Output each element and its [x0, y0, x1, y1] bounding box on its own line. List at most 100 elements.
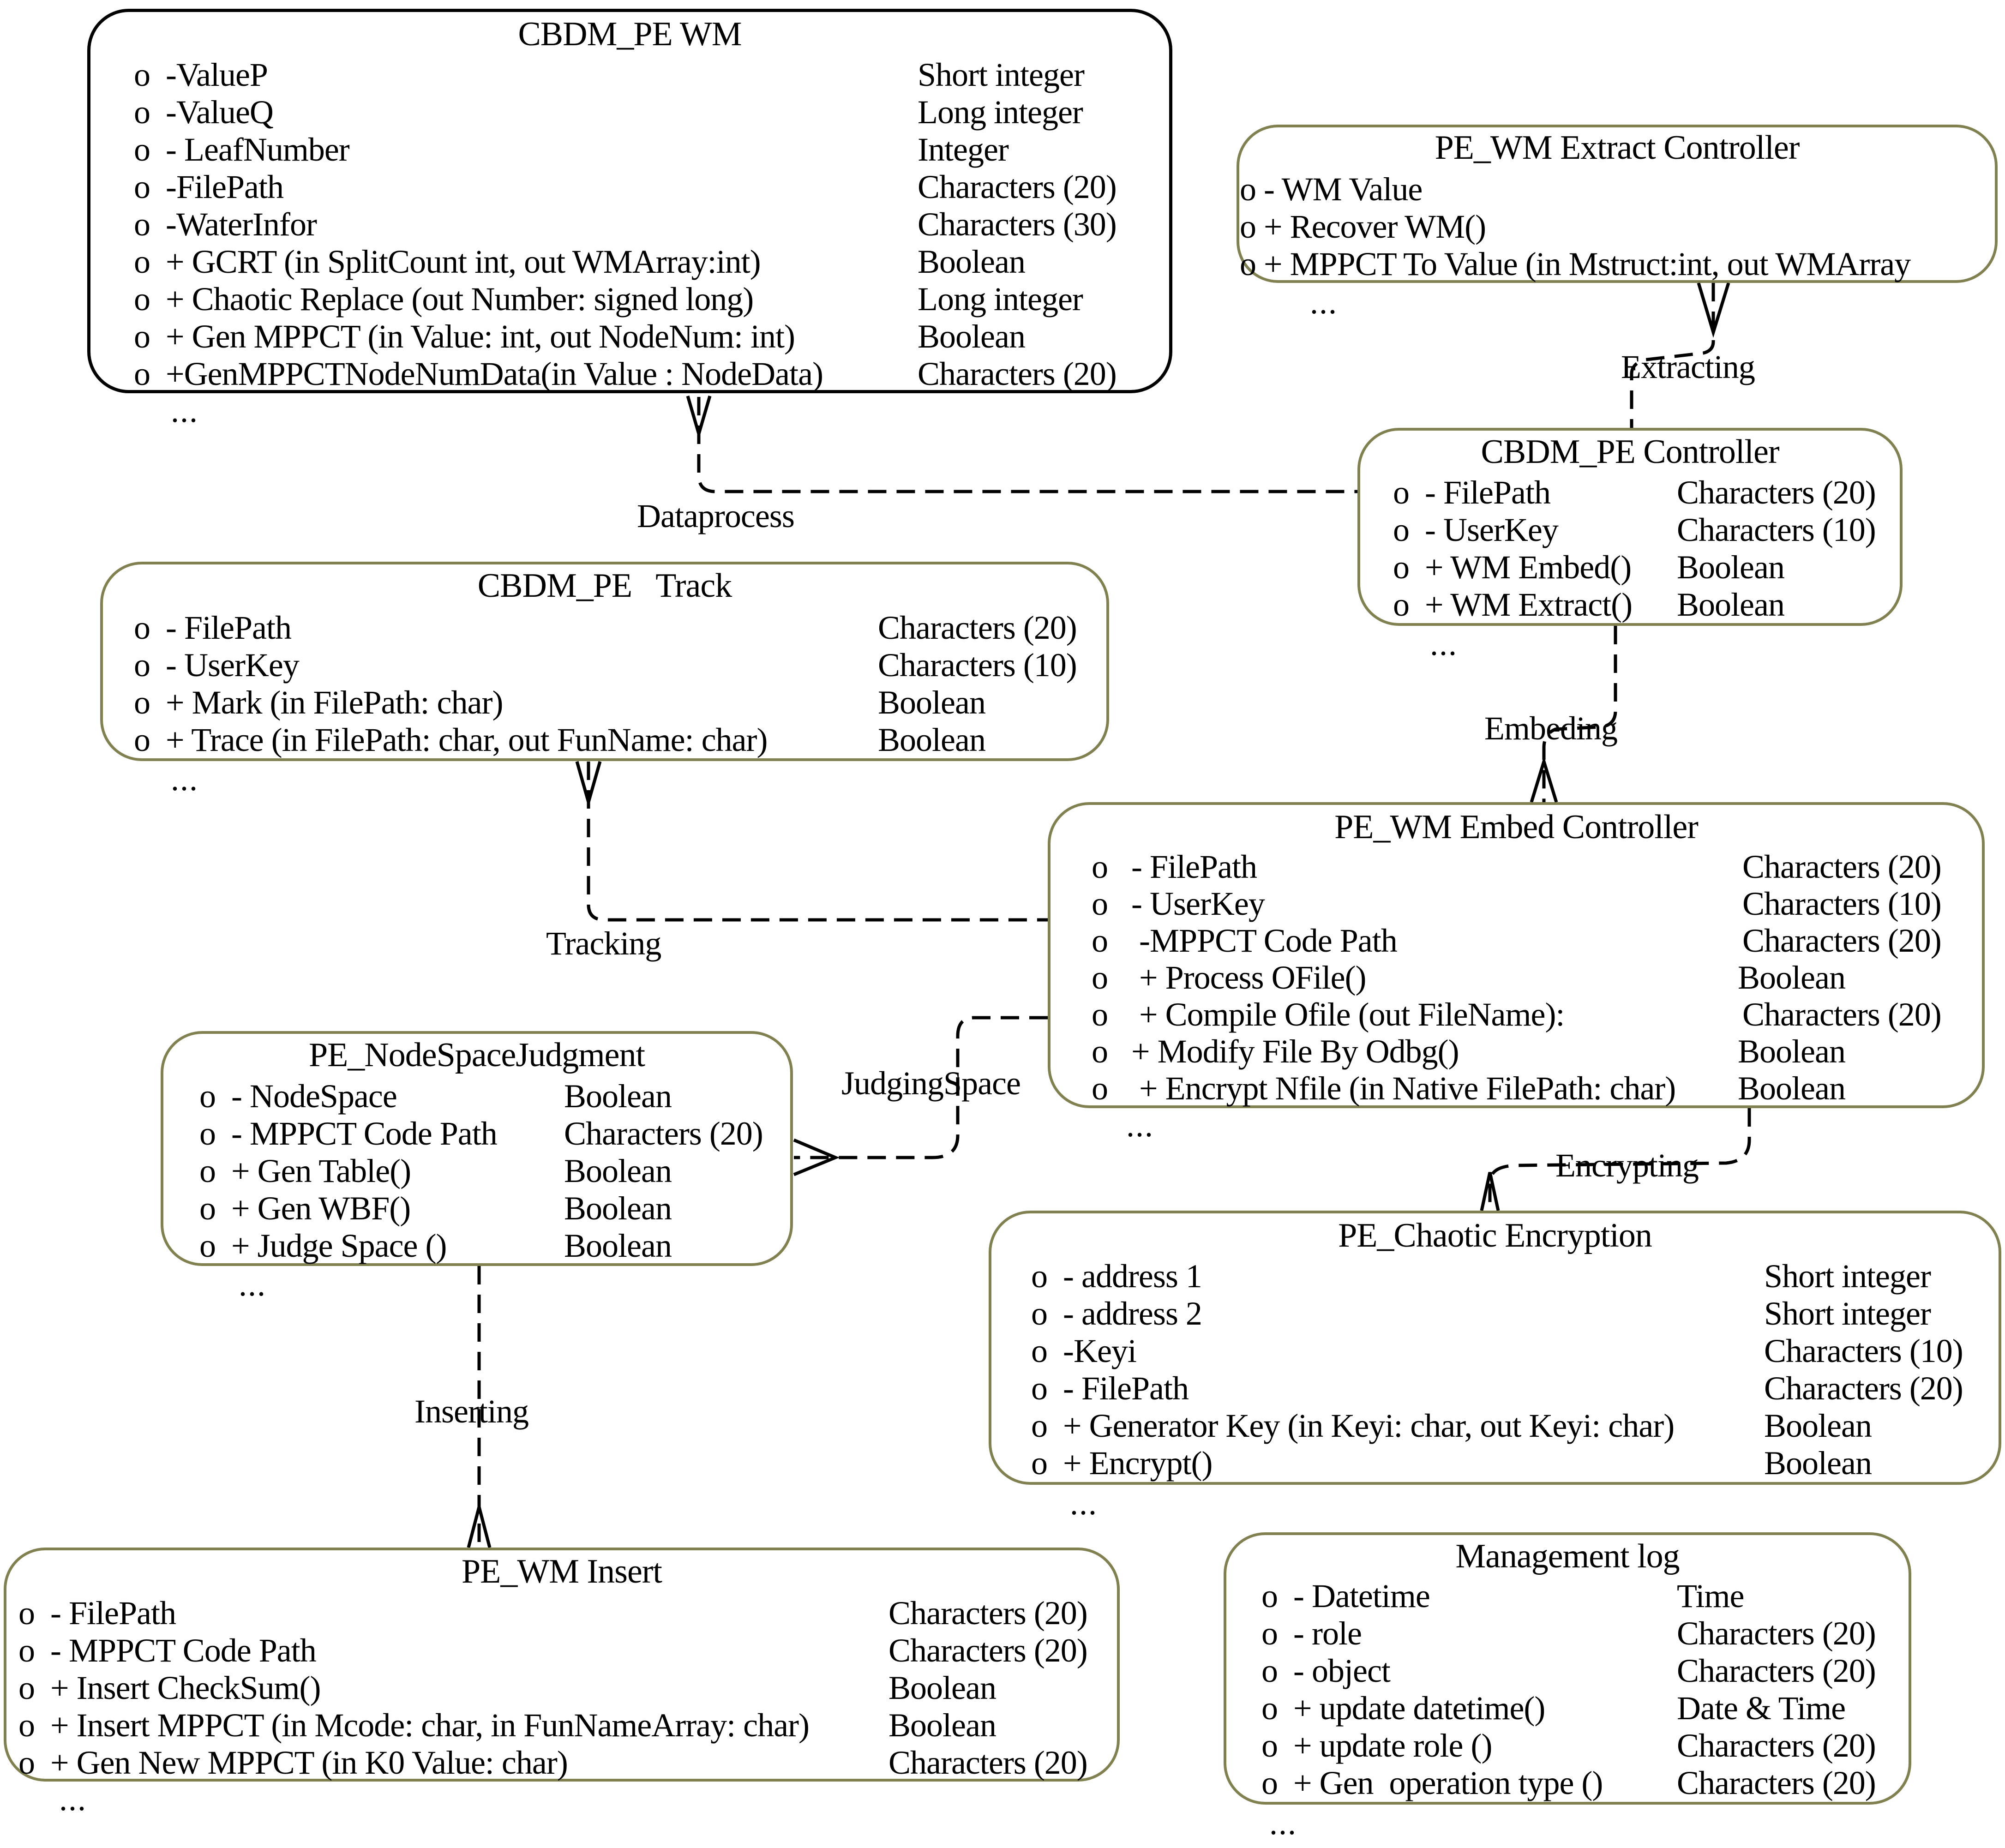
class-more-ellipsis: ...	[171, 392, 198, 429]
class-member-type: Boolean	[918, 318, 1026, 355]
class-member-type: Boolean	[1738, 1033, 1846, 1070]
class-member-name: o + GCRT (in SplitCount int, out WMArray…	[134, 243, 761, 280]
tracking-line	[587, 762, 1048, 922]
class-member-type: Characters (20)	[888, 1744, 1088, 1781]
class-title: Management log	[1455, 1537, 1680, 1575]
class-member-type: Characters (20)	[1677, 1727, 1876, 1764]
class-cbdm-pe-wm[interactable]: CBDM_PE WM	[87, 9, 1172, 393]
class-member-name: o + Judge Space ()	[199, 1227, 447, 1264]
class-member-type: Characters (20)	[1677, 1652, 1876, 1689]
class-member-type: Characters (20)	[1764, 1370, 1963, 1407]
class-member-type: Long integer	[918, 281, 1083, 318]
class-member-name: o - MPPCT Code Path	[199, 1115, 498, 1152]
class-member-name: o + Mark (in FilePath: char)	[134, 684, 503, 721]
class-member-name: o - UserKey	[134, 647, 300, 684]
crowfoot-tracking-icon	[575, 761, 602, 808]
class-member-type: Characters (20)	[878, 609, 1077, 646]
class-member-type: Characters (20)	[1677, 1764, 1876, 1801]
class-member-name: o - MPPCT Code Path	[18, 1632, 317, 1669]
class-more-ellipsis: ...	[59, 1781, 87, 1818]
class-member-name: o -MPPCT Code Path	[1092, 922, 1398, 959]
class-member-type: Boolean	[1677, 549, 1785, 586]
class-pe-nodespacejudgment[interactable]: PE_NodeSpaceJudgment	[161, 1031, 793, 1266]
class-member-name: o - object	[1261, 1652, 1391, 1689]
class-title: PE_WM Extract Controller	[1435, 129, 1800, 167]
class-member-type: Characters (20)	[1677, 474, 1876, 511]
class-member-name: o + Encrypt()	[1031, 1445, 1213, 1482]
class-member-name: o + Chaotic Replace (out Number: signed …	[134, 281, 754, 318]
class-more-ellipsis: ...	[239, 1266, 266, 1303]
class-member-type: Short integer	[1764, 1258, 1931, 1295]
class-member-name: o + Process OFile()	[1092, 959, 1367, 996]
extracting-line	[1630, 283, 1715, 428]
class-pe-wm-extract-controller[interactable]: PE_WM Extract Controller	[1237, 125, 1998, 283]
class-member-name: o - role	[1261, 1615, 1362, 1652]
class-member-name: o + MPPCT To Value (in Mstruct:int, out …	[1240, 246, 1911, 282]
class-member-type: Boolean	[1764, 1407, 1872, 1444]
relation-label-extracting: Extracting	[1621, 348, 1755, 385]
class-pe-chaotic-encryption[interactable]: PE_Chaotic Encryption	[989, 1211, 2001, 1485]
relation-label-judging-space: JudgingSpace	[841, 1065, 1021, 1102]
class-member-type: Integer	[918, 131, 1009, 168]
class-member-name: o + Compile Ofile (out FileName):	[1092, 996, 1565, 1033]
class-member-type: Date & Time	[1677, 1690, 1846, 1727]
class-member-name: o + Trace (in FilePath: char, out FunNam…	[134, 721, 768, 758]
class-member-type: Characters (20)	[1742, 848, 1942, 885]
class-management-log[interactable]: Management log	[1224, 1532, 1911, 1805]
class-member-name: o - NodeSpace	[199, 1078, 397, 1115]
class-member-name: o + Gen operation type ()	[1261, 1764, 1603, 1801]
crowfoot-judging-icon	[793, 1138, 840, 1176]
class-cbdm-pe-track[interactable]: CBDM_PE Track	[100, 562, 1109, 761]
class-member-name: o + update datetime()	[1261, 1690, 1545, 1727]
class-member-type: Characters (10)	[1764, 1332, 1963, 1369]
crowfoot-extracting-icon	[1697, 282, 1730, 338]
class-member-name: o + Gen Table()	[199, 1152, 411, 1189]
crowfoot-encrypting-icon	[1480, 1172, 1500, 1211]
class-more-ellipsis: ...	[1126, 1107, 1154, 1144]
class-more-ellipsis: ...	[1430, 625, 1458, 662]
class-title: CBDM_PE WM	[518, 15, 742, 53]
class-more-ellipsis: ...	[171, 761, 198, 798]
class-member-type: Boolean	[878, 721, 986, 758]
class-member-name: o - FilePath	[134, 609, 292, 646]
class-member-name: o + Gen WBF()	[199, 1190, 411, 1227]
class-more-ellipsis: ...	[1310, 284, 1338, 321]
class-title: PE_WM Insert	[462, 1553, 662, 1590]
class-pe-wm-insert[interactable]: PE_WM Insert	[4, 1548, 1120, 1782]
class-member-name: o -ValueP	[134, 56, 268, 93]
class-title: PE_NodeSpaceJudgment	[308, 1036, 645, 1074]
class-member-name: o +GenMPPCTNodeNumData(in Value : NodeDa…	[134, 355, 823, 392]
class-title: CBDM_PE Track	[477, 567, 732, 605]
class-member-type: Characters (30)	[918, 206, 1117, 243]
class-member-type: Short integer	[1764, 1295, 1931, 1332]
class-member-type: Boolean	[1764, 1445, 1872, 1482]
class-member-name: o - FilePath	[18, 1595, 176, 1632]
class-member-name: o -FilePath	[134, 168, 284, 205]
class-member-type: Long integer	[918, 94, 1083, 131]
class-cbdm-pe-controller[interactable]: CBDM_PE Controller	[1357, 428, 1903, 626]
class-member-type: Boolean	[888, 1669, 996, 1706]
class-member-name: o + WM Extract()	[1393, 586, 1633, 623]
class-member-name: o + Generator Key (in Keyi: char, out Ke…	[1031, 1407, 1675, 1444]
class-member-type: Boolean	[878, 684, 986, 721]
class-member-type: Characters (20)	[888, 1595, 1088, 1632]
class-member-type: Boolean	[564, 1227, 672, 1264]
class-member-name: o + update role ()	[1261, 1727, 1492, 1764]
class-member-type: Boolean	[888, 1707, 996, 1744]
class-member-name: o + Gen New MPPCT (in K0 Value: char)	[18, 1744, 568, 1781]
class-title: PE_Chaotic Encryption	[1338, 1217, 1652, 1254]
class-member-type: Boolean	[564, 1152, 672, 1189]
relation-label-encrypting: Encrypting	[1555, 1147, 1699, 1184]
encrypting-line	[1488, 1108, 1751, 1211]
class-more-ellipsis: ...	[1269, 1805, 1297, 1842]
dataprocess-line	[697, 397, 1357, 493]
class-pe-wm-embed-controller[interactable]: PE_WM Embed Controller	[1048, 802, 1985, 1108]
class-member-name: o - UserKey	[1092, 885, 1265, 922]
class-member-type: Boolean	[1738, 1070, 1846, 1107]
class-member-type: Characters (10)	[878, 647, 1077, 684]
relation-label-dataprocess: Dataprocess	[637, 498, 795, 534]
crowfoot-dataprocess-icon	[686, 396, 712, 440]
class-member-name: o + Encrypt Nfile (in Native FilePath: c…	[1092, 1070, 1676, 1107]
class-member-name: o + WM Embed()	[1393, 549, 1632, 586]
